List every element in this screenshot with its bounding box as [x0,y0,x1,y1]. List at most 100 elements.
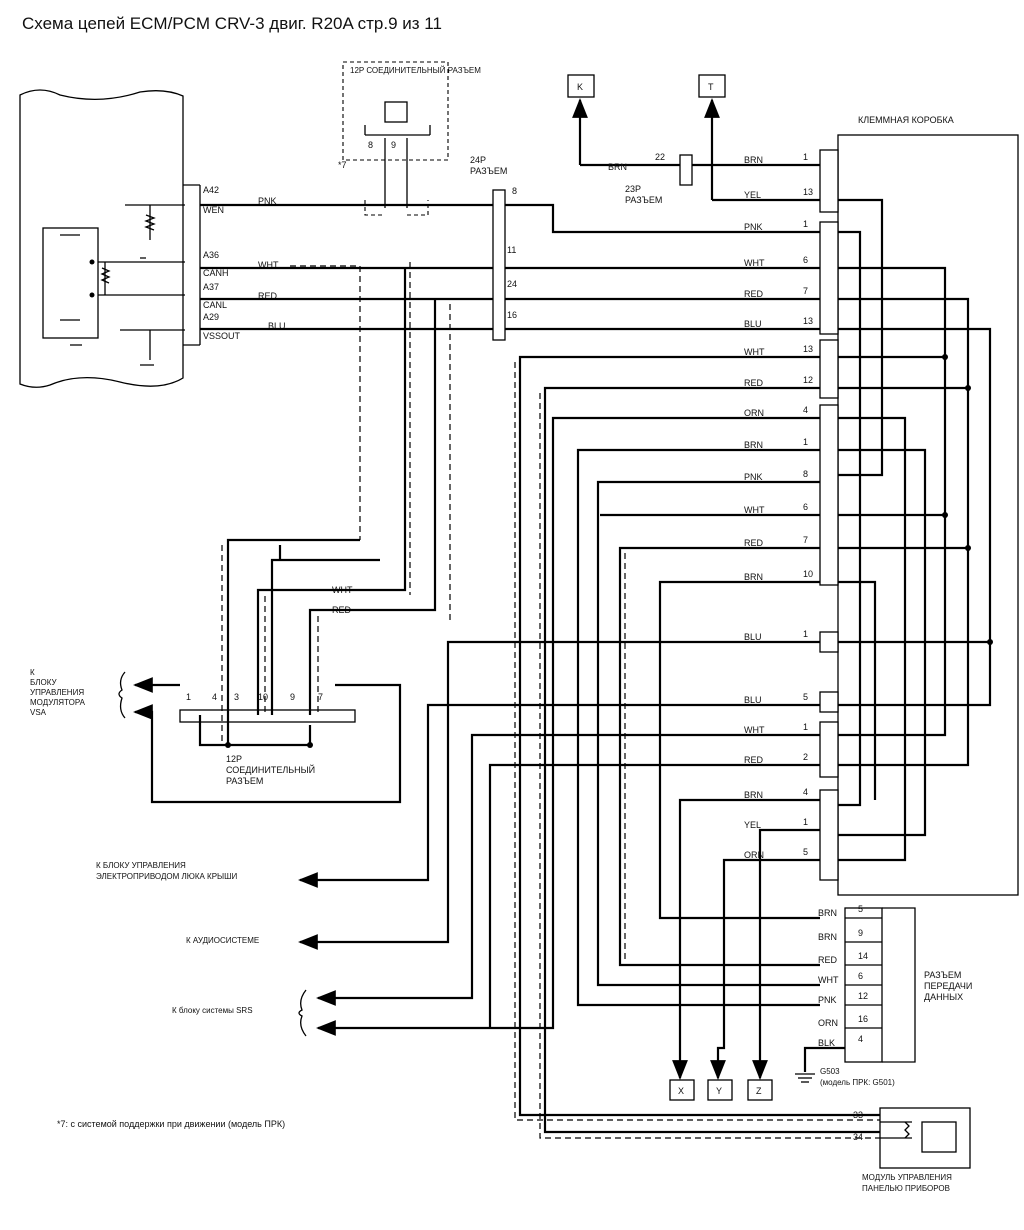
dlc-wire-color: ORN [818,1018,838,1028]
terminal-pin-number: 4 [803,405,808,415]
ecm-pcm-unit [19,89,201,388]
terminal-wire-color: BLU [744,632,762,642]
terminal-pin-number: 1 [803,722,808,732]
pin-number: 22 [655,152,665,162]
terminal-box-label: КЛЕММНАЯ КОРОБКА [858,115,954,125]
wire-color: BRN [608,162,627,172]
dlc-pin-number: 14 [858,951,868,961]
ecm-pin-labels: A42 WEN A36 CANH A37 CANL A29 VSSOUT PNK… [203,185,286,341]
connector-label: РАЗЪЕМ [924,970,961,980]
destination-audio: К АУДИОСИСТЕМЕ [186,936,259,945]
ecm-pin: A29 [203,312,219,322]
pin-number: 33 [853,1110,863,1120]
terminal-wire-color: BRN [744,572,763,582]
pin-number: 1 [186,692,191,702]
terminal-pin-number: 6 [803,255,808,265]
connector-24p: 24P РАЗЪЕМ 8 11 24 16 [470,155,517,341]
connector-label: РАЗЪЕМ [470,166,507,176]
dlc-wire-color: BRN [818,908,837,918]
terminal-pin-number: 5 [803,692,808,702]
page-title: Схема цепей ECM/PCM CRV-3 двиг. R20A стр… [22,14,442,33]
terminal-pin-number: 13 [803,187,813,197]
svg-text:БЛОКУ: БЛОКУ [30,678,57,687]
terminal-box: КЛЕММНАЯ КОРОБКА [819,115,1019,896]
ref-k: K BRN 22 23P РАЗЪЕМ [567,74,820,205]
ecm-pin-name: CANH [203,268,229,278]
wire-color: RED [258,291,278,301]
ecm-pin-name: CANL [203,300,227,310]
terminal-pin-number: 10 [803,569,813,579]
dlc-pin-number: 9 [858,928,863,938]
svg-text:Y: Y [716,1086,722,1096]
svg-text:VSA: VSA [30,708,47,717]
connector-12p-top: 12P СОЕДИНИТЕЛЬНЫЙ РАЗЪЕМ 8 9 *7 [338,61,481,216]
terminal-wire-color: PNK [744,222,763,232]
connector-label: СОЕДИНИТЕЛЬНЫЙ [226,764,315,775]
terminal-wire-color: RED [744,289,764,299]
pin-number: 24 [507,279,517,289]
svg-text:T: T [708,82,714,92]
pin-number: 8 [512,186,517,196]
connector-label: ПЕРЕДАЧИ [924,981,972,991]
dlc-wire-color: BLK [818,1038,835,1048]
pin-number: 4 [212,692,217,702]
ecm-pin-name: VSSOUT [203,331,241,341]
dlc-wire-color: PNK [818,995,837,1005]
dlc-pin-number: 16 [858,1014,868,1024]
wire-color: WHT [258,260,279,270]
dlc-pin-number: 12 [858,991,868,1001]
svg-text:К блоку системы SRS: К блоку системы SRS [172,1006,253,1015]
terminal-pin-number: 7 [803,535,808,545]
ref-t: T [698,74,820,202]
dlc-wire-color: RED [818,955,838,965]
terminal-wire-color: WHT [744,258,765,268]
ecm-pin: A36 [203,250,219,260]
terminal-pin-number: 5 [803,847,808,857]
terminal-wire-color: YEL [744,820,761,830]
terminal-wire-color: RED [744,538,764,548]
ecm-pin: A37 [203,282,219,292]
distribution-wires [298,355,880,1139]
pin-number: 34 [853,1132,863,1142]
svg-text:УПРАВЛЕНИЯ: УПРАВЛЕНИЯ [30,688,84,697]
destination-roof: К БЛОКУ УПРАВЛЕНИЯ ЭЛЕКТРОПРИВОДОМ ЛЮКА … [96,861,237,881]
terminal-pin-number: 4 [803,787,808,797]
terminal-pin-number: 1 [803,219,808,229]
svg-text:ЭЛЕКТРОПРИВОДОМ ЛЮКА КРЫШИ: ЭЛЕКТРОПРИВОДОМ ЛЮКА КРЫШИ [96,872,237,881]
pin-number: 11 [507,245,516,255]
terminal-wire-color: BRN [744,155,763,165]
svg-text:К: К [30,668,35,677]
terminal-box-routing [838,198,993,862]
connector-12p-bottom: 1 4 3 10 9 7 12P СОЕДИНИТЕЛЬНЫЙ РАЗЪЕМ [179,692,356,786]
dlc-wire-color: WHT [818,975,839,985]
terminal-pin-number: 1 [803,152,808,162]
terminal-wire-color: RED [744,378,764,388]
connector-label: 12P СОЕДИНИТЕЛЬНЫЙ РАЗЪЕМ [350,66,481,75]
pin-number: 8 [368,140,373,150]
pin-number: 9 [290,692,295,702]
terminal-wire-color: BRN [744,790,763,800]
terminal-pin-number: 1 [803,437,808,447]
ecm-pin: A42 [203,185,219,195]
connector-label: ДАННЫХ [924,992,963,1002]
terminal-pin-number: 13 [803,316,813,326]
connector-label: 24P [470,155,486,165]
terminal-pin-number: 2 [803,752,808,762]
ground-name: G503 [820,1067,840,1076]
terminal-wire-color: YEL [744,190,761,200]
module-label: ПАНЕЛЬЮ ПРИБОРОВ [862,1184,950,1193]
footnote: *7: с системой поддержки при движении (м… [57,1119,285,1129]
terminal-wire-color: ORN [744,850,764,860]
pin-number: 7 [318,692,323,702]
destination-vsa: К БЛОКУ УПРАВЛЕНИЯ МОДУЛЯТОРА VSA [30,668,126,719]
terminal-pin-number: 8 [803,469,808,479]
svg-text:X: X [678,1086,684,1096]
dlc-pin-number: 4 [858,1034,863,1044]
gauge-control-module: 33 34 МОДУЛЬ УПРАВЛЕНИЯ ПАНЕЛЬЮ ПРИБОРОВ [853,1107,971,1193]
dlc-wire-color: BRN [818,932,837,942]
svg-text:Z: Z [756,1086,762,1096]
terminal-wire-color: ORN [744,408,764,418]
terminal-pin-number: 12 [803,375,813,385]
pin-number: 10 [258,692,268,702]
